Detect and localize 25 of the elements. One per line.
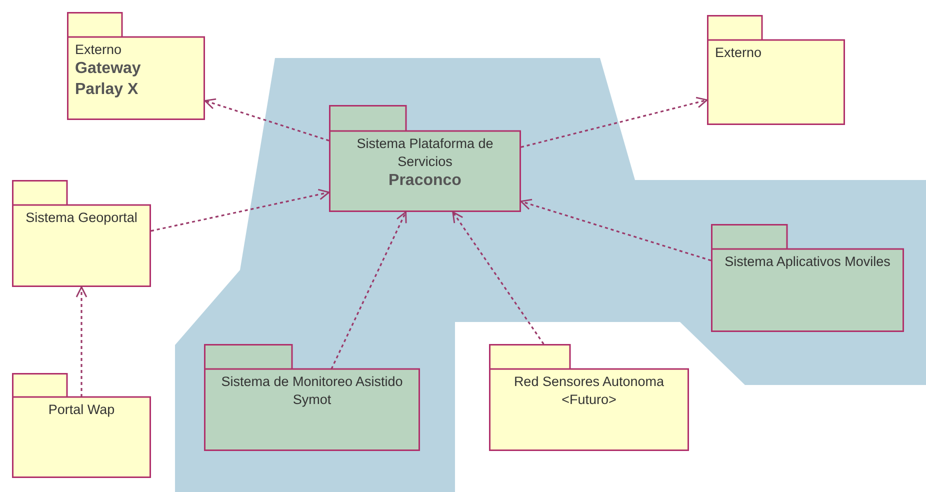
package-label: Red Sensores Autonoma <Futuro> — [512, 373, 666, 410]
package-box — [711, 224, 904, 332]
dependency-arrow — [520, 198, 712, 262]
package-label: Gateway Parlay X — [75, 59, 142, 100]
package-box — [204, 344, 420, 451]
package-box — [489, 344, 689, 451]
package-box — [67, 12, 205, 120]
dependency-arrow — [76, 286, 88, 397]
dependency-arrow — [520, 96, 708, 148]
package-label: Sistema Aplicativos Moviles — [724, 253, 890, 271]
dependency-arrow — [204, 98, 330, 142]
dependency-arrow — [150, 188, 330, 232]
package-label: Sistema Plataforma de Servicios — [356, 135, 494, 172]
package-label: Sistema de Monitoreo Asistido Symot — [220, 373, 404, 410]
package-label: Externo — [75, 41, 122, 59]
package-box — [12, 373, 151, 478]
dependency-arrow — [452, 211, 544, 344]
package-label: Externo — [715, 44, 762, 62]
package-label: Praconco — [388, 171, 462, 192]
package-box — [12, 180, 151, 287]
package-box — [329, 105, 521, 212]
dependency-arrow — [330, 211, 407, 370]
package-box — [707, 15, 845, 125]
package-label: Sistema Geoportal — [26, 209, 138, 227]
package-label: Portal Wap — [48, 401, 115, 419]
